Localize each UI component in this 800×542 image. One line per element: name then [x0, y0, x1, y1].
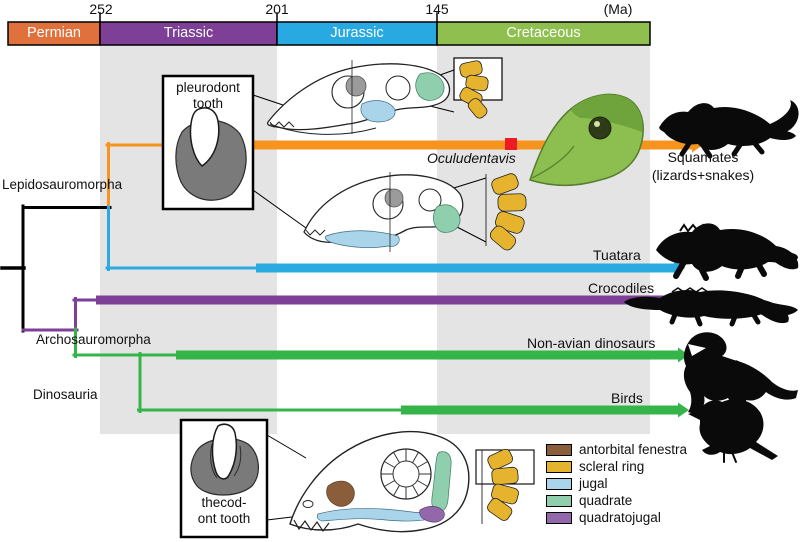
bird-bar-tip — [678, 402, 689, 418]
quadratojugal-patch — [419, 506, 445, 523]
legend-label-jugal: jugal — [579, 476, 608, 491]
scleral-inset-bottom — [475, 448, 535, 524]
oculudentavis-marker — [505, 138, 517, 150]
legend-swatch-quadratojugal — [546, 511, 572, 524]
legend-item-scleral-ring: scleral ring — [546, 458, 687, 475]
silhouettes — [624, 100, 799, 463]
quadrate-patch — [415, 72, 445, 101]
dinosaur-bar — [176, 350, 678, 360]
bird-silhouette — [688, 399, 778, 463]
boundary-label-145: 145 — [425, 1, 449, 17]
bird-bar — [401, 405, 678, 415]
lineage-label-birds: Birds — [611, 390, 643, 406]
legend-item-quadrate: quadrate — [546, 492, 687, 509]
boundary-label-252: 252 — [89, 1, 113, 17]
pleurodont-tooth-shape — [189, 107, 220, 167]
dinosaur-skull-drawing — [289, 430, 470, 533]
lizard-silhouette — [659, 100, 799, 159]
legend-label-antorbital-fenestra: antorbital fenestra — [579, 442, 688, 457]
crocodile-silhouette — [624, 287, 798, 327]
clade-label-dinosauria: Dinosauria — [33, 387, 98, 402]
teeth — [305, 229, 326, 236]
quadrate-patch — [433, 204, 461, 233]
tuatara-silhouette — [656, 223, 799, 281]
period-label-jurassic: Jurassic — [330, 25, 384, 41]
legend-item-quadratojugal: quadratojugal — [546, 509, 687, 526]
jugal-patch — [324, 230, 400, 248]
period-label-permian: Permian — [27, 25, 81, 41]
tuatara-bar — [256, 263, 674, 273]
legend-label-quadratojugal: quadratojugal — [579, 510, 661, 525]
period-label-cretaceous: Cretaceous — [506, 25, 581, 41]
legend-item-jugal: jugal — [546, 475, 687, 492]
clade-label-lepidosauromorpha: Lepidosauromorpha — [2, 177, 123, 192]
jugal-patch — [360, 100, 396, 123]
phylogeny-branches — [0, 142, 406, 413]
legend-label-quadrate: quadrate — [579, 493, 633, 508]
lineage-label-nonavian-dinosaurs: Non-avian dinosaurs — [527, 335, 656, 351]
oculudentavis-label: Oculudentavis — [427, 150, 516, 166]
squamate-bar — [246, 140, 692, 150]
legend-swatch-scleral-ring — [546, 460, 572, 473]
lineage-label-tuatara: Tuatara — [593, 247, 641, 263]
trex-silhouette — [683, 332, 798, 420]
scleral-ring-hatch — [381, 449, 431, 499]
timeline-bar — [7, 12, 651, 46]
pleurodont-inset — [161, 74, 255, 211]
crocodile-bar — [96, 295, 676, 305]
scleral-inset-top — [453, 57, 503, 119]
thecodont-inset — [179, 418, 269, 539]
clade-label-archosauromorpha: Archosauromorpha — [36, 332, 151, 347]
unit-label-ma: (Ma) — [603, 1, 633, 17]
scleral-inset-middle — [485, 173, 527, 251]
legend-swatch-quadrate — [546, 494, 572, 507]
teeth — [269, 121, 295, 128]
period-rect-cretaceous — [436, 21, 651, 46]
pleurodont-tooth-label: pleurodont tooth — [176, 80, 240, 111]
thecodont-tooth-label: thecod- ont tooth — [197, 495, 251, 526]
teeth — [293, 519, 330, 533]
period-label-triassic: Triassic — [163, 25, 214, 41]
boundary-label-201: 201 — [265, 1, 289, 17]
legend-label-scleral-ring: scleral ring — [579, 459, 645, 474]
thecodont-tooth-shape — [211, 423, 238, 480]
eye — [588, 116, 612, 140]
oculudentavis-illustration — [529, 93, 644, 187]
tuatara-skull-drawing — [303, 172, 464, 252]
antorbital-fenestra-patch — [326, 480, 355, 507]
legend: antorbital fenestra scleral ring jugal q… — [546, 441, 687, 526]
legend-item-antorbital-fenestra: antorbital fenestra — [546, 441, 687, 458]
legend-swatch-antorbital-fenestra — [546, 443, 572, 456]
legend-swatch-jugal — [546, 477, 572, 490]
dinosaur-bar-tip — [678, 347, 689, 363]
lizard-skull-drawing — [266, 60, 451, 135]
lineage-label-crocodiles: Crocodiles — [588, 280, 655, 296]
lineage-label-squamates: Squamates (lizards+snakes) — [651, 149, 755, 183]
